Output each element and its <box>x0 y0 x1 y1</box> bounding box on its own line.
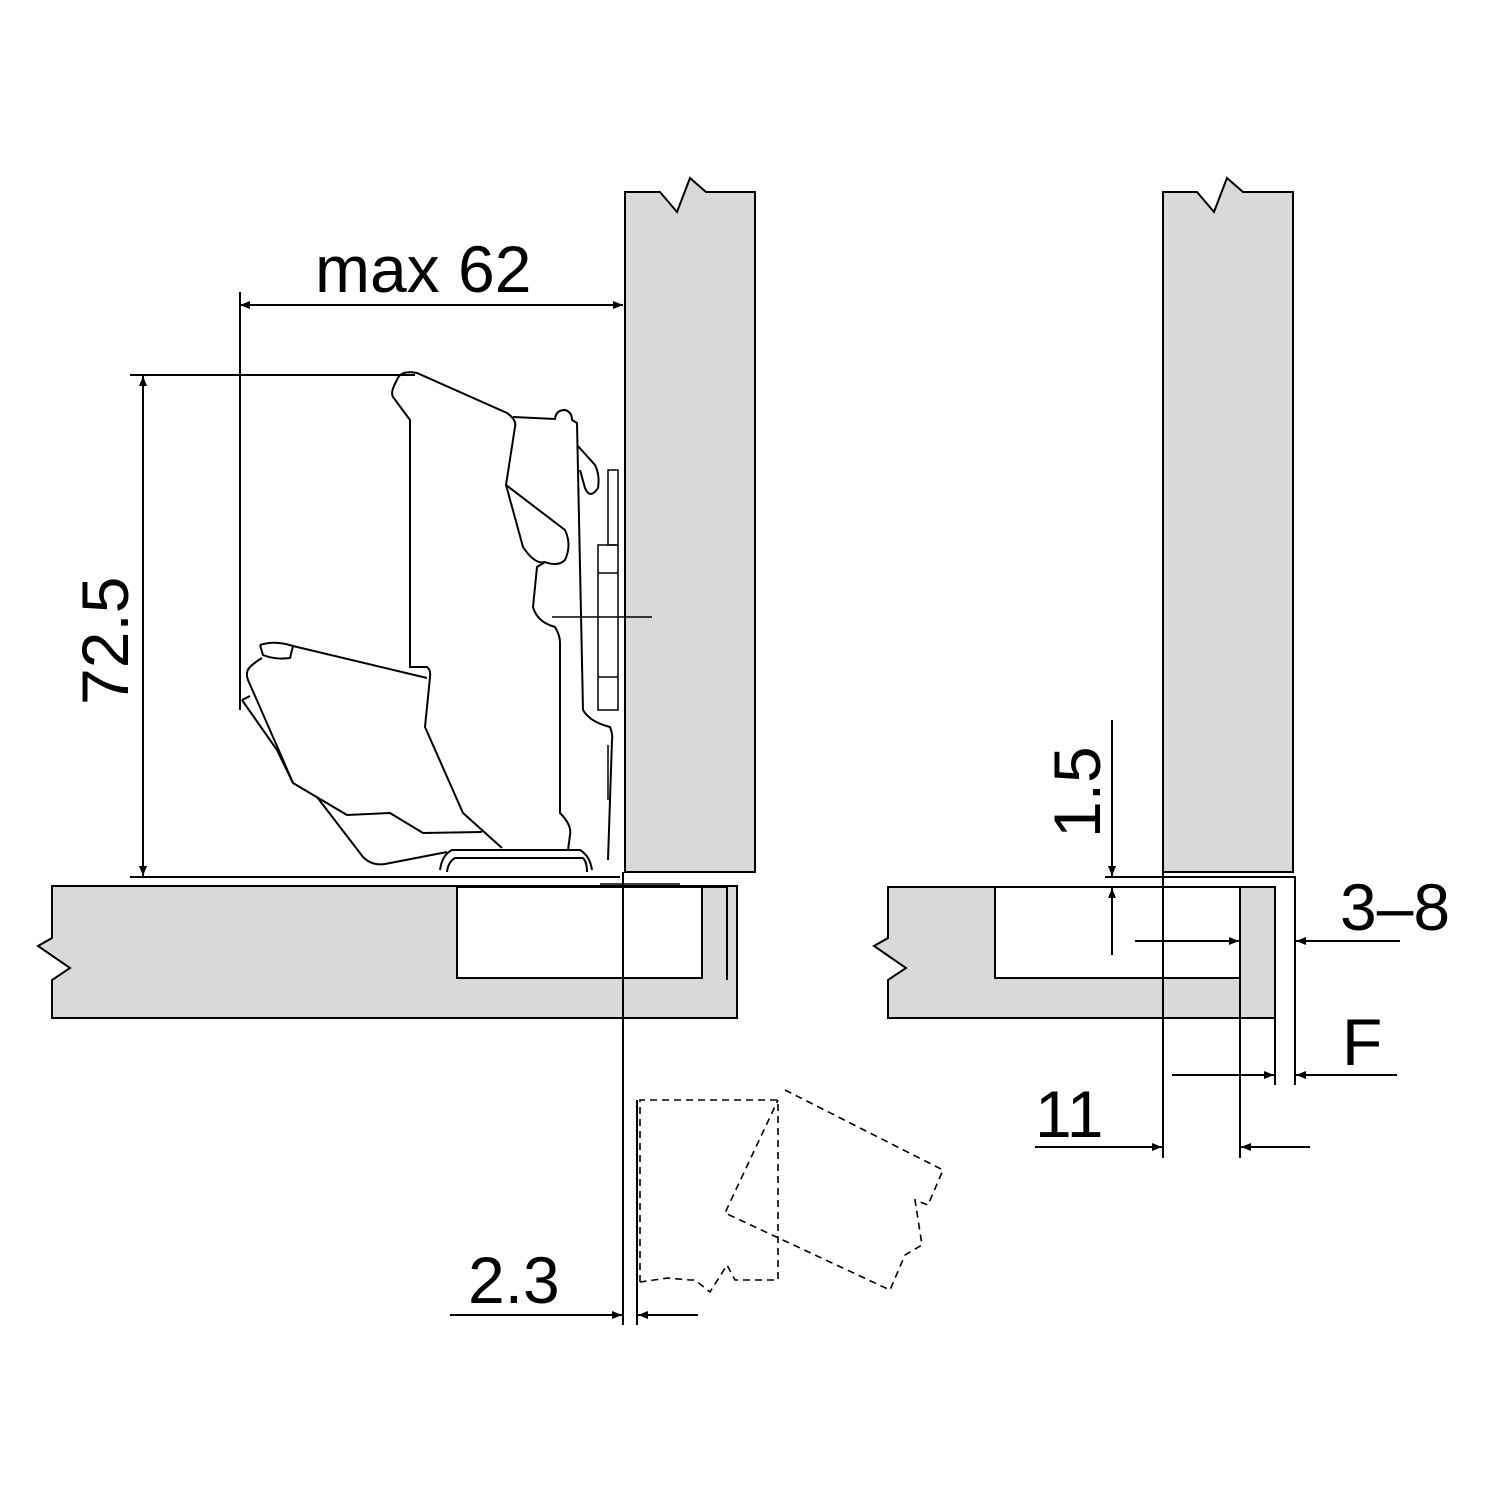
label-max-62: max 62 <box>315 232 531 306</box>
label-2-3: 2.3 <box>468 1243 560 1317</box>
cup-recess-right <box>994 886 1241 979</box>
label-1-5: 1.5 <box>1040 746 1114 838</box>
cabinet-side-panel-right <box>1162 176 1294 873</box>
cup-outline <box>702 886 728 980</box>
cabinet-side-panel-left <box>624 176 756 873</box>
mounting-plate <box>597 469 619 800</box>
hinge-cup-recess <box>456 886 703 979</box>
label-3-8: 3–8 <box>1340 870 1450 944</box>
label-72-5: 72.5 <box>68 577 142 705</box>
reference-lines-right <box>1105 872 1296 1158</box>
label-f: F <box>1342 1005 1382 1079</box>
label-11: 11 <box>1035 1077 1104 1151</box>
hinge-drawing <box>241 371 614 873</box>
open-door-outline <box>639 1089 945 1294</box>
